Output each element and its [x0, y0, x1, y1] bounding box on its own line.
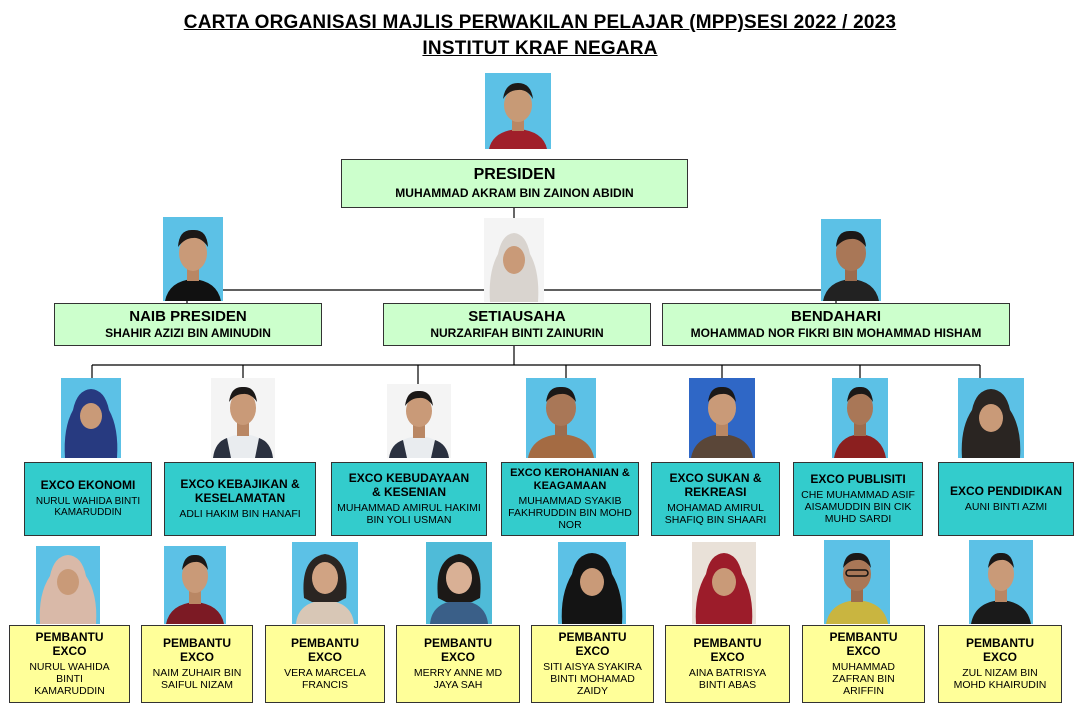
exco-ekonomi-name: NURUL WAHIDA BINTI KAMARUDDIN — [35, 495, 141, 519]
exco-pendidikan-role: EXCO PENDIDIKAN — [949, 484, 1062, 499]
pembantu-2-name: NAIM ZUHAIR BIN SAIFUL NIZAM — [152, 666, 242, 691]
pembantu-6-box: PEMBANTU EXCO AINA BATRISYA BINTI ABAS — [665, 625, 790, 703]
exco-publisiti-box: EXCO PUBLISITI CHE MUHAMMAD ASIF AISAMUD… — [793, 462, 923, 536]
president-role: PRESIDEN — [473, 165, 556, 183]
exco-kerohanian-photo — [526, 378, 596, 458]
pembantu-3-box: PEMBANTU EXCO VERA MARCELA FRANCIS — [265, 625, 385, 703]
bendahari-name: MOHAMMAD NOR FIKRI BIN MOHAMMAD HISHAM — [690, 326, 982, 341]
exco-sukan-box: EXCO SUKAN & REKREASI MOHAMAD AMIRUL SHA… — [651, 462, 780, 536]
pembantu-6-photo — [692, 542, 756, 624]
bendahari-role: BENDAHARI — [791, 307, 881, 325]
president-name: MUHAMMAD AKRAM BIN ZAINON ABIDIN — [395, 186, 634, 201]
exco-ekonomi-role: EXCO EKONOMI — [40, 478, 136, 493]
exco-kebudayaan-photo — [387, 384, 451, 458]
exco-kebudayaan-box: EXCO KEBUDAYAAN & KESENIAN MUHAMMAD AMIR… — [331, 462, 487, 536]
pembantu-2-photo — [164, 546, 226, 624]
pembantu-4-name: MERRY ANNE MD JAYA SAH — [413, 666, 503, 691]
exco-publisiti-name: CHE MUHAMMAD ASIF AISAMUDDIN BIN CIK MUH… — [801, 488, 915, 525]
setiausaha-role: SETIAUSAHA — [468, 307, 566, 325]
naib-presiden-role: NAIB PRESIDEN — [129, 307, 247, 325]
chart-subtitle: INSTITUT KRAF NEGARA — [422, 38, 658, 59]
exco-kebajikan-box: EXCO KEBAJIKAN & KESELAMATAN ADLI HAKIM … — [164, 462, 316, 536]
exco-kebajikan-name: ADLI HAKIM BIN HANAFI — [179, 507, 301, 520]
pembantu-3-name: VERA MARCELA FRANCIS — [284, 666, 366, 691]
exco-ekonomi-photo — [61, 378, 121, 458]
exco-publisiti-photo — [832, 378, 888, 458]
pembantu-1-photo — [36, 546, 100, 624]
exco-sukan-name: MOHAMAD AMIRUL SHAFIQ BIN SHAARI — [664, 501, 767, 526]
exco-kerohanian-box: EXCO KEROHANIAN & KEAGAMAAN MUHAMMAD SYA… — [501, 462, 639, 536]
pembantu-4-photo — [426, 542, 492, 624]
pembantu-6-name: AINA BATRISYA BINTI ABAS — [688, 666, 767, 691]
pembantu-5-role: PEMBANTU EXCO — [558, 630, 627, 658]
pembantu-5-photo — [558, 542, 626, 624]
exco-ekonomi-box: EXCO EKONOMI NURUL WAHIDA BINTI KAMARUDD… — [24, 462, 152, 536]
pembantu-5-box: PEMBANTU EXCO SITI AISYA SYAKIRA BINTI M… — [531, 625, 654, 703]
exco-kerohanian-name: MUHAMMAD SYAKIB FAKHRUDDIN BIN MOHD NOR — [508, 494, 632, 531]
exco-pendidikan-box: EXCO PENDIDIKAN AUNI BINTI AZMI — [938, 462, 1074, 536]
exco-kebajikan-role: EXCO KEBAJIKAN & KESELAMATAN — [180, 477, 300, 505]
exco-kebajikan-photo — [211, 378, 275, 458]
exco-sukan-photo — [689, 378, 755, 458]
pembantu-7-photo — [824, 540, 890, 624]
pembantu-5-name: SITI AISYA SYAKIRA BINTI MOHAMAD ZAIDY — [543, 660, 642, 697]
pembantu-2-role: PEMBANTU EXCO — [163, 636, 231, 664]
pembantu-8-role: PEMBANTU EXCO — [966, 636, 1034, 664]
president-box: PRESIDEN MUHAMMAD AKRAM BIN ZAINON ABIDI… — [341, 159, 688, 208]
exco-pendidikan-name: AUNI BINTI AZMI — [964, 500, 1048, 513]
setiausaha-photo — [484, 218, 544, 302]
chart-title: CARTA ORGANISASI MAJLIS PERWAKILAN PELAJ… — [183, 12, 897, 33]
naib-presiden-box: NAIB PRESIDEN SHAHIR AZIZI BIN AMINUDIN — [54, 303, 322, 346]
pembantu-8-name: ZUL NIZAM BIN MOHD KHAIRUDIN — [953, 666, 1047, 691]
exco-sukan-role: EXCO SUKAN & REKREASI — [669, 471, 762, 499]
setiausaha-name: NURZARIFAH BINTI ZAINURIN — [430, 326, 604, 341]
setiausaha-box: SETIAUSAHA NURZARIFAH BINTI ZAINURIN — [383, 303, 651, 346]
exco-kebudayaan-role: EXCO KEBUDAYAAN & KESENIAN — [348, 471, 470, 499]
pembantu-8-photo — [969, 540, 1033, 624]
pembantu-7-name: MUHAMMAD ZAFRAN BIN ARIFFIN — [832, 660, 895, 697]
pembantu-1-box: PEMBANTU EXCO NURUL WAHIDA BINTI KAMARUD… — [9, 625, 130, 703]
bendahari-box: BENDAHARI MOHAMMAD NOR FIKRI BIN MOHAMMA… — [662, 303, 1010, 346]
pembantu-4-role: PEMBANTU EXCO — [424, 636, 492, 664]
pembantu-2-box: PEMBANTU EXCO NAIM ZUHAIR BIN SAIFUL NIZ… — [141, 625, 253, 703]
pembantu-1-name: NURUL WAHIDA BINTI KAMARUDDIN — [29, 660, 110, 697]
exco-kebudayaan-name: MUHAMMAD AMIRUL HAKIMI BIN YOLI USMAN — [337, 501, 481, 526]
pembantu-6-role: PEMBANTU EXCO — [693, 636, 762, 664]
pembantu-1-role: PEMBANTU EXCO — [35, 630, 104, 658]
bendahari-photo — [821, 219, 881, 301]
pembantu-3-photo — [292, 542, 358, 624]
pembantu-7-box: PEMBANTU EXCO MUHAMMAD ZAFRAN BIN ARIFFI… — [802, 625, 925, 703]
naib-presiden-name: SHAHIR AZIZI BIN AMINUDIN — [105, 326, 271, 341]
pembantu-8-box: PEMBANTU EXCO ZUL NIZAM BIN MOHD KHAIRUD… — [938, 625, 1062, 703]
pembantu-7-role: PEMBANTU EXCO — [829, 630, 898, 658]
exco-pendidikan-photo — [958, 378, 1024, 458]
pembantu-3-role: PEMBANTU EXCO — [291, 636, 359, 664]
exco-kerohanian-role: EXCO KEROHANIAN & KEAGAMAAN — [510, 467, 630, 492]
president-photo — [485, 73, 551, 149]
naib-presiden-photo — [163, 217, 223, 301]
pembantu-4-box: PEMBANTU EXCO MERRY ANNE MD JAYA SAH — [396, 625, 520, 703]
exco-publisiti-role: EXCO PUBLISITI — [810, 472, 906, 486]
